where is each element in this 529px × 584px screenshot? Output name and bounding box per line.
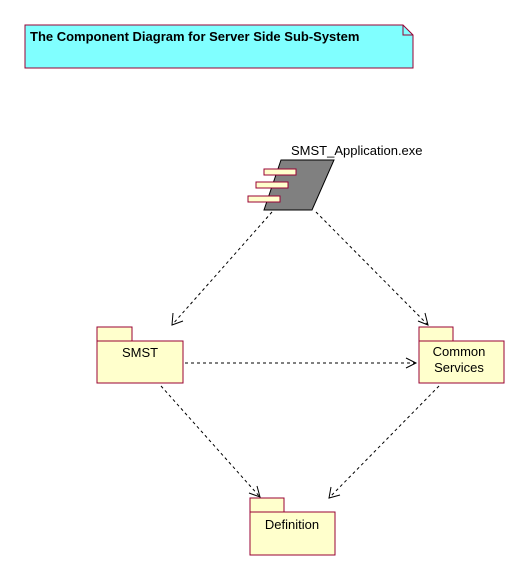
arrowhead xyxy=(328,486,341,499)
dependency-app-to-smst[interactable] xyxy=(171,211,273,326)
note-fold xyxy=(402,25,413,36)
package-smst-label: SMST xyxy=(122,345,158,360)
package-common-services[interactable]: Common Services xyxy=(418,326,505,384)
title-note[interactable]: The Component Diagram for Server Side Su… xyxy=(24,24,414,69)
package-definition[interactable]: Definition xyxy=(249,497,336,556)
dependency-app-to-common[interactable] xyxy=(315,211,429,326)
package-smst-tab xyxy=(96,326,133,342)
dependency-smst-to-common[interactable] xyxy=(185,357,418,369)
dependency-common-to-definition[interactable] xyxy=(328,385,440,499)
arrowhead xyxy=(417,312,429,326)
package-smst[interactable]: SMST xyxy=(96,326,184,384)
dependency-line xyxy=(171,211,273,326)
package-common-body xyxy=(418,340,505,384)
arrowhead xyxy=(405,357,418,369)
arrowhead xyxy=(248,485,261,498)
component-tab-top xyxy=(263,168,297,176)
package-common-label-line2: Services xyxy=(434,360,484,375)
package-common-tab xyxy=(418,326,454,342)
package-definition-tab xyxy=(249,497,285,513)
component-tab-middle xyxy=(255,181,289,189)
dependency-line xyxy=(328,385,440,499)
arrowhead xyxy=(171,312,184,326)
package-smst-body xyxy=(96,340,184,384)
component-label: SMST_Application.exe xyxy=(291,143,423,158)
dependency-line xyxy=(160,385,261,498)
dependency-line xyxy=(315,211,429,326)
package-definition-label: Definition xyxy=(265,517,319,532)
package-definition-body xyxy=(249,511,336,556)
component-tab-bottom xyxy=(247,195,281,203)
note-shape xyxy=(24,24,414,69)
dependency-smst-to-definition[interactable] xyxy=(160,385,261,498)
component-smst-application[interactable]: SMST_Application.exe xyxy=(247,143,423,211)
note-title: The Component Diagram for Server Side Su… xyxy=(30,29,359,44)
package-common-label-line1: Common xyxy=(433,344,486,359)
